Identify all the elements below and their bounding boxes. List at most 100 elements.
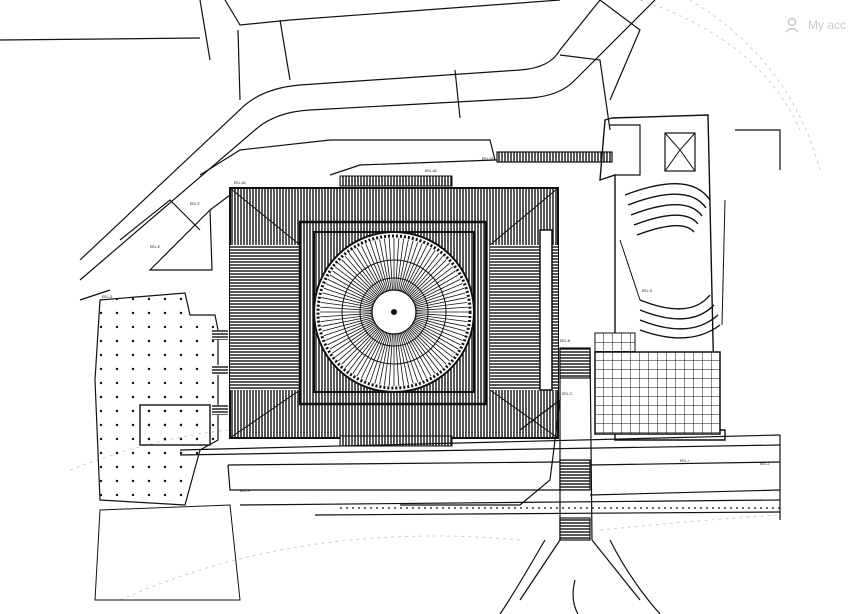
dome-ray [408,328,444,368]
dome-ray [410,326,450,362]
dome-ray [415,301,468,310]
dome-ray [412,274,459,302]
dome-ray [352,250,383,294]
dome-ray [320,301,373,310]
annotation-tag: EEL.E [150,245,161,249]
dome-ray [332,323,376,354]
dome-ray [348,253,381,295]
dome-ray [335,266,377,299]
dome-ray [415,317,466,332]
dome-ray [400,241,419,292]
dome-ray [344,256,380,296]
dome-ray [415,313,468,318]
dome-ray [415,315,467,327]
dome-ray [374,240,389,291]
dome-ray [388,238,393,291]
dome-ray [403,245,428,293]
dome-ray [396,333,405,386]
annotation-tag: EEL.A1 [234,181,246,185]
dome-ray [407,253,440,295]
dome-ray [415,292,466,307]
annotation-tag: EEL.H [240,489,251,493]
annotation-tag: EEL.F [190,202,200,206]
annotation-tag: EEL.03 [482,157,494,161]
dome-ray [413,321,461,346]
dome-ray [404,330,432,377]
dome-ray [341,327,379,365]
annotation-tag: EEL.A2 [425,169,437,173]
dome-ray [408,256,444,296]
dome-ray [414,320,463,341]
dome-ray [327,278,375,303]
dome-ray [415,306,468,311]
dome-ray [379,333,391,385]
amphitheatre [594,114,726,441]
dome-ray [397,333,409,385]
dome-ray [374,333,389,384]
dome-ray [329,274,376,302]
dome-ray [395,333,400,386]
annotation-tag: EEL.J [760,462,770,466]
dome-ray [414,283,463,304]
dome-ray [403,331,428,379]
dome-ray [409,259,447,297]
dome-ray [329,322,376,350]
annotation-tag: EEL.B [560,339,571,343]
dome-ray [411,266,453,299]
dome-ray [320,314,373,323]
dome-ray [410,262,450,298]
dome-ray [383,238,392,291]
dome-ray [412,270,456,301]
account-label: My acc [807,18,846,32]
west-plaza [94,292,241,601]
dome-ray [399,240,414,291]
dome-ray [365,243,386,292]
dome-ray [325,283,374,304]
dome-ray [341,259,379,297]
dome-ray [412,323,456,354]
dome-ray [399,333,414,384]
dome-ray [395,238,400,291]
dome-ray [325,320,374,341]
dome-ray [321,315,373,327]
dome-ray [335,325,377,358]
dome-ray [415,297,467,309]
dome-ray [320,306,373,311]
dome-ray [327,321,375,346]
north-terrace [329,124,641,176]
dome-ray [360,331,385,379]
dome-ray [360,245,385,293]
dome-ray [404,247,432,294]
dome-ray [365,332,386,381]
dome-ray [323,287,374,306]
dome-ray [400,332,419,383]
dome-ray [411,325,453,358]
annotation-tag: EEL.I [680,459,689,463]
dome-ray [344,328,380,368]
plan-annotations: EEL.A1 EEL.A2 EEL.03 EEL.B EEL.C EEL.D E… [102,157,770,493]
dome-ray [409,327,447,365]
dome-ray [348,329,381,371]
user-icon [784,17,800,33]
dome-ray [383,333,392,386]
dome-ray [356,247,384,294]
annotation-tag: EEL.G [102,295,113,299]
dome-ray [379,239,391,291]
account-menu[interactable]: My acc [784,14,846,36]
dome-ray [412,322,459,350]
central-pavilion [212,175,559,447]
dome-ray [402,332,423,381]
parcel-lines [0,0,656,301]
dome-ray [397,239,409,291]
dome-ray [352,330,383,374]
dome-ray [405,250,436,294]
dome-ray [320,313,373,318]
dome-ray [405,330,436,374]
dome-ray [322,317,373,332]
dome-ray [338,326,378,362]
dome-ray [414,287,465,306]
dome-ray [402,243,423,292]
dome-ray [321,297,373,309]
dome-ray [369,241,388,292]
